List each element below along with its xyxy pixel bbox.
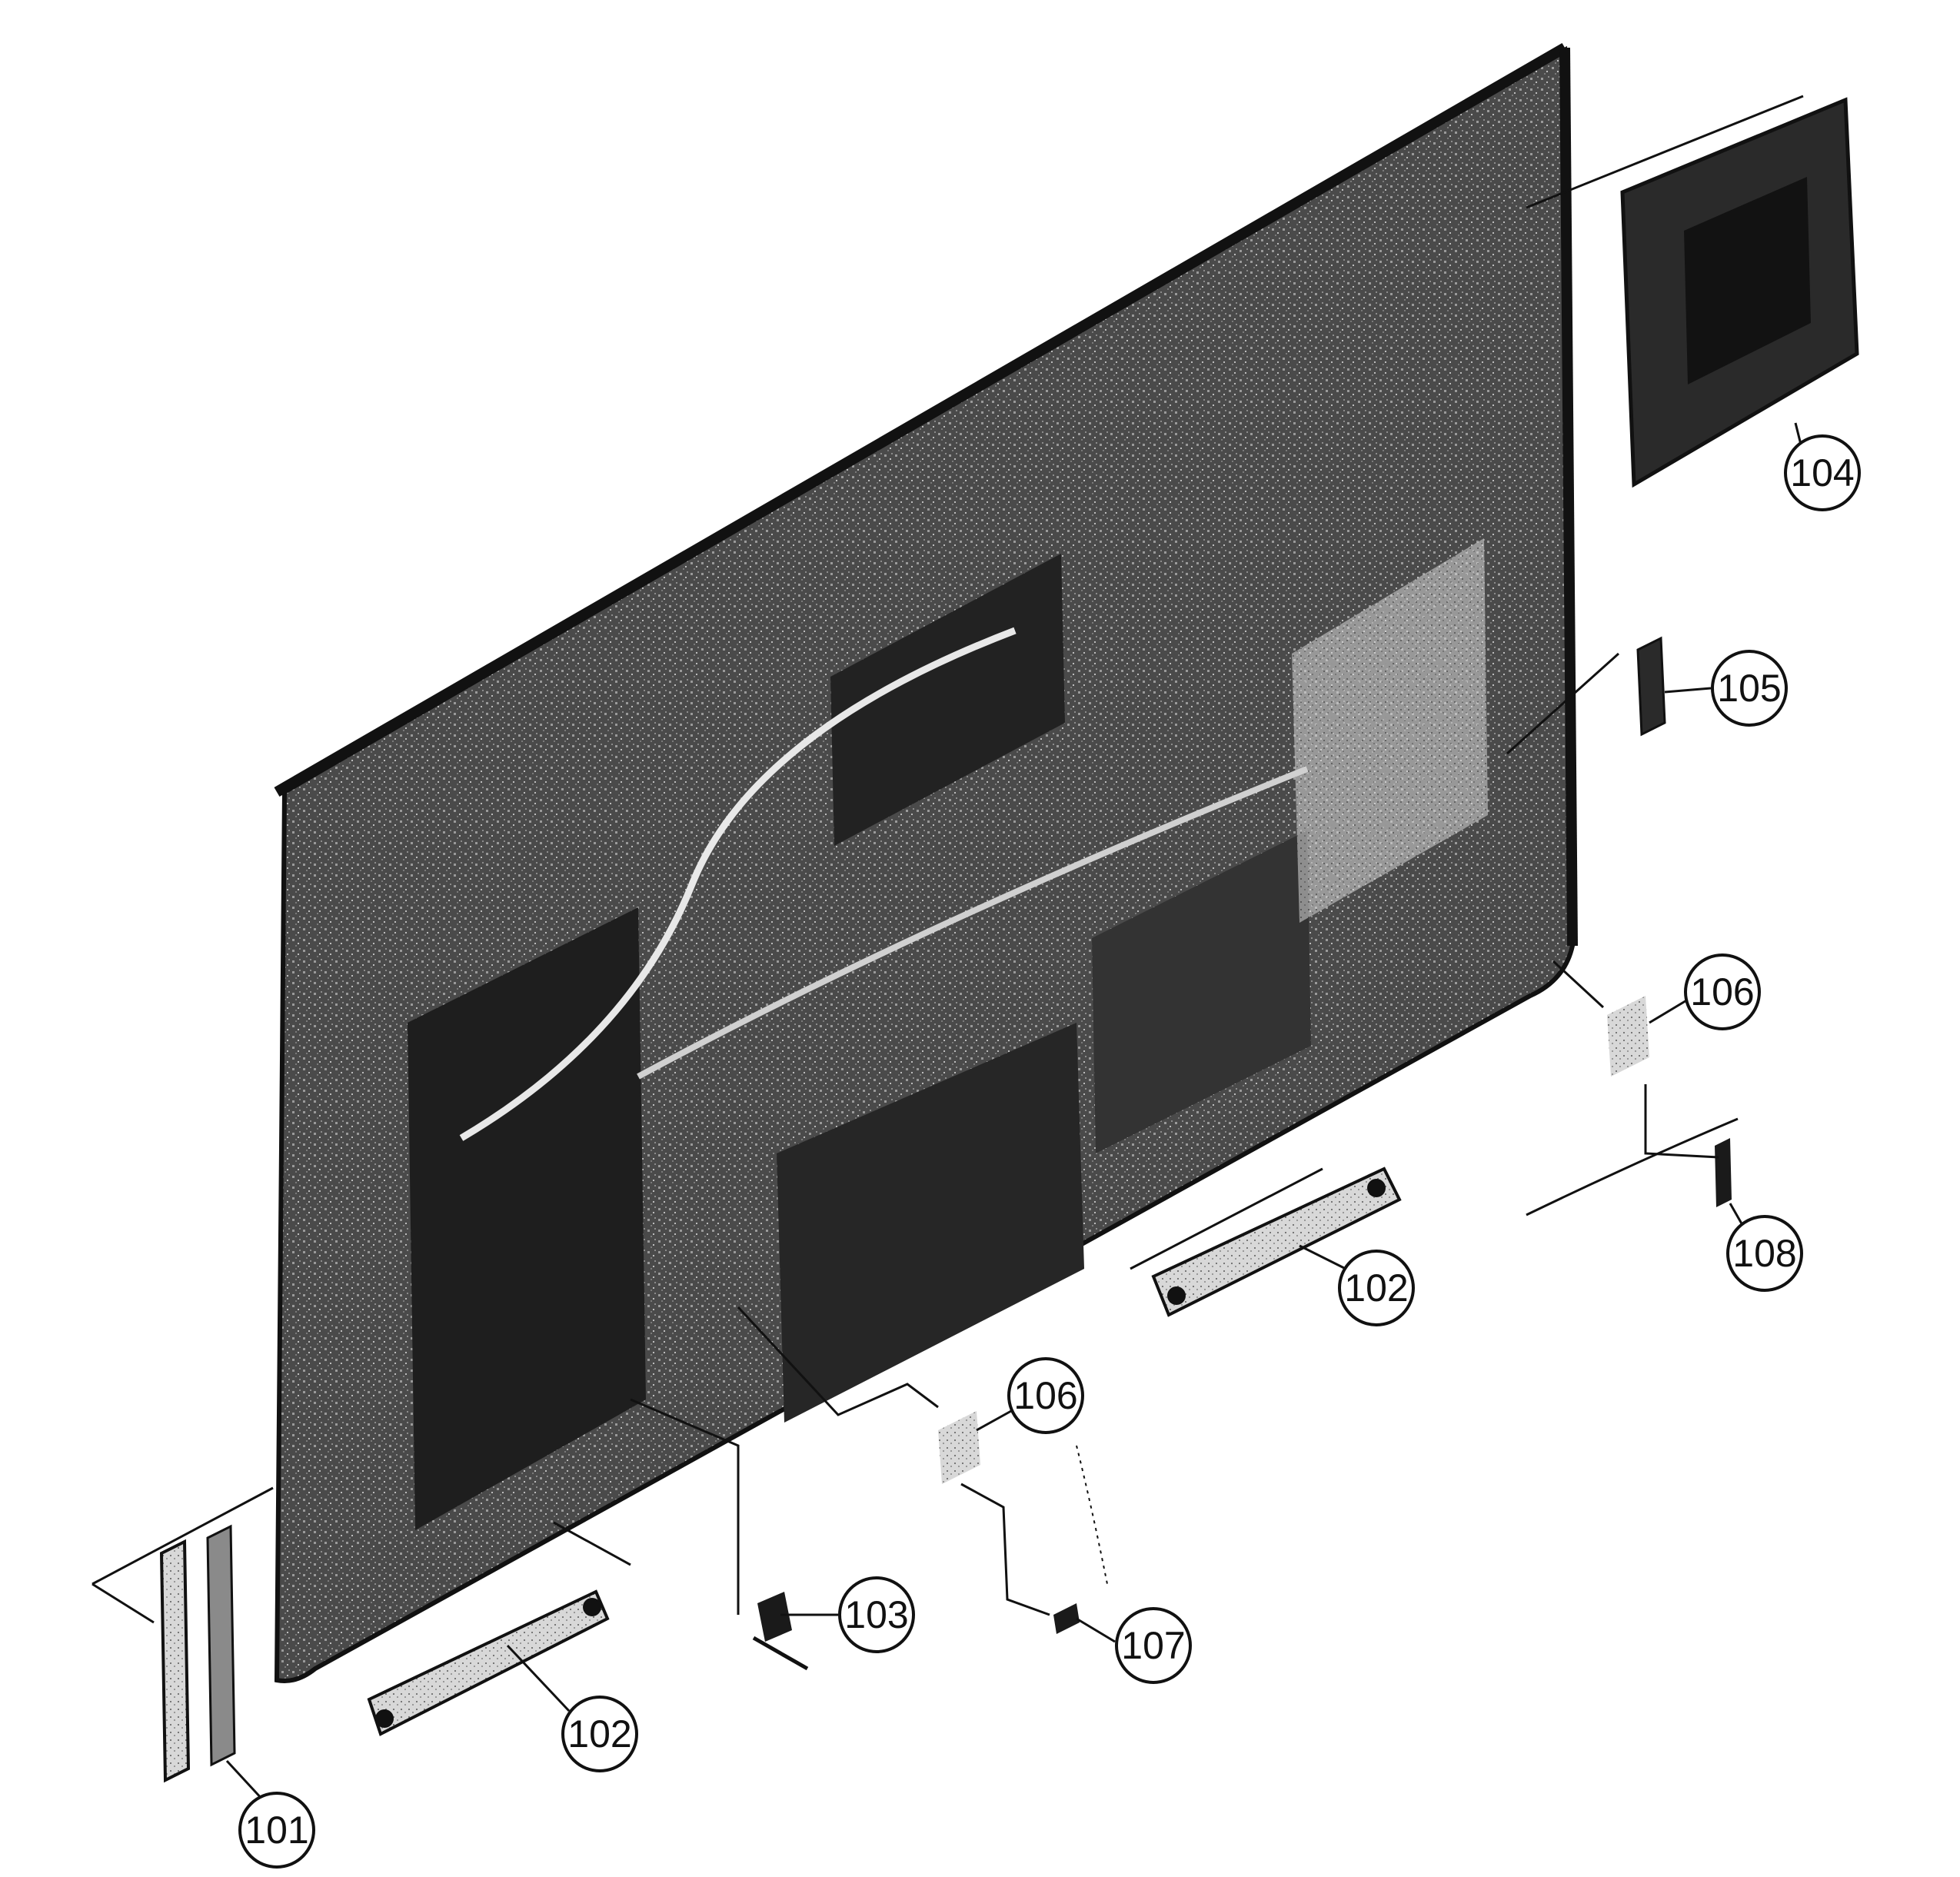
callout-105-label: 105: [1717, 667, 1781, 710]
callout-107-label: 107: [1121, 1624, 1185, 1667]
callout-105: 105: [1664, 650, 1788, 727]
callout-101-label: 101: [245, 1809, 308, 1852]
part-107-connector: [960, 1445, 1108, 1634]
callout-106-right: 106: [1649, 953, 1761, 1030]
callout-102-left: 102: [506, 1644, 638, 1772]
callout-102-right-label: 102: [1344, 1266, 1408, 1310]
callout-107: 107: [1076, 1607, 1192, 1684]
callout-106-lower-label: 106: [1013, 1374, 1077, 1417]
part-102-speaker-left: [367, 1521, 631, 1736]
callout-102-left-label: 102: [567, 1712, 631, 1756]
callout-108: 108: [1726, 1203, 1803, 1292]
callout-102-right: 102: [1299, 1244, 1415, 1326]
callout-103-label: 103: [844, 1593, 908, 1636]
callout-106-right-label: 106: [1690, 970, 1754, 1013]
part-103-switch: [630, 1398, 809, 1671]
callout-108-label: 108: [1732, 1232, 1796, 1275]
part-101-side-bracket: [92, 1486, 274, 1783]
part-102-speaker-right: [1130, 1166, 1402, 1317]
part-104-cover: [1526, 95, 1859, 488]
callout-101: 101: [225, 1759, 315, 1869]
callout-106-lower: 106: [976, 1357, 1084, 1434]
tv-rear-panel: [274, 42, 1578, 1683]
callout-104: 104: [1784, 422, 1861, 511]
part-106-clamp-lower: [737, 1306, 980, 1484]
part-106-clamp-right: [1552, 960, 1649, 1077]
callout-104-label: 104: [1790, 451, 1854, 494]
part-105-bracket: [1506, 636, 1666, 755]
part-108-sensor: [1526, 1084, 1739, 1216]
callout-103: 103: [780, 1576, 915, 1653]
